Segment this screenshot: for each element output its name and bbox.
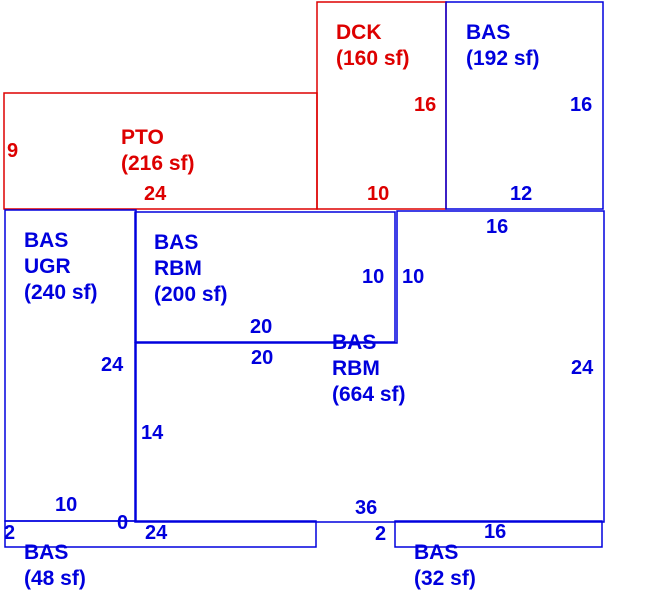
bas48-side-dimension: 2	[4, 522, 16, 544]
bas-ugr-label: BAS UGR (240 sf)	[24, 229, 98, 304]
bas-32-outline	[394, 520, 603, 548]
bas-48-label: BAS (48 sf)	[24, 541, 86, 590]
pto-label: PTO (216 sf)	[121, 126, 195, 175]
pto-bottom-dimension: 24	[144, 183, 167, 205]
bas48-top-dimension: 24	[145, 522, 168, 544]
bas-top-outline	[445, 1, 604, 210]
rbm-big-left-dimension: 14	[141, 422, 164, 444]
ugr-side-dimension: 24	[101, 354, 124, 376]
bas-top-bottom-dimension: 12	[510, 183, 533, 205]
rbm-big-right-dimension: 24	[571, 357, 594, 379]
bas-32-label: BAS (32 sf)	[414, 541, 476, 590]
dck-label: DCK (160 sf)	[336, 21, 410, 70]
rbm-big-step-dimension: 20	[251, 347, 274, 369]
rbm-big-left-upper-dimension: 10	[402, 266, 425, 288]
dck-side-dimension: 16	[414, 94, 437, 116]
bas-rbm-small-label: BAS RBM (200 sf)	[154, 231, 228, 306]
ugr-corner-dimension: 0	[117, 512, 129, 534]
bas-top-side-dimension: 16	[570, 94, 593, 116]
bas-48-outline	[4, 520, 317, 548]
bas-rbm-big-label: BAS RBM (664 sf)	[332, 331, 406, 406]
rbm-small-bottom-dimension: 20	[250, 316, 273, 338]
rbm-big-bottom-dimension: 36	[355, 497, 378, 519]
bas32-top-dimension: 16	[484, 521, 507, 543]
pto-side-dimension: 9	[7, 140, 19, 162]
bas-rbm-big-outline	[134, 210, 605, 523]
ugr-bottom-dimension: 10	[55, 494, 78, 516]
bas-rbm-small-outline	[134, 211, 396, 343]
bas-top-label: BAS (192 sf)	[466, 21, 540, 70]
pto-outline	[3, 92, 318, 210]
rbm-big-top-dimension: 16	[486, 216, 509, 238]
dck-bottom-dimension: 10	[367, 183, 390, 205]
bas32-side-dimension: 2	[375, 523, 387, 545]
rbm-small-side-dimension: 10	[362, 266, 385, 288]
